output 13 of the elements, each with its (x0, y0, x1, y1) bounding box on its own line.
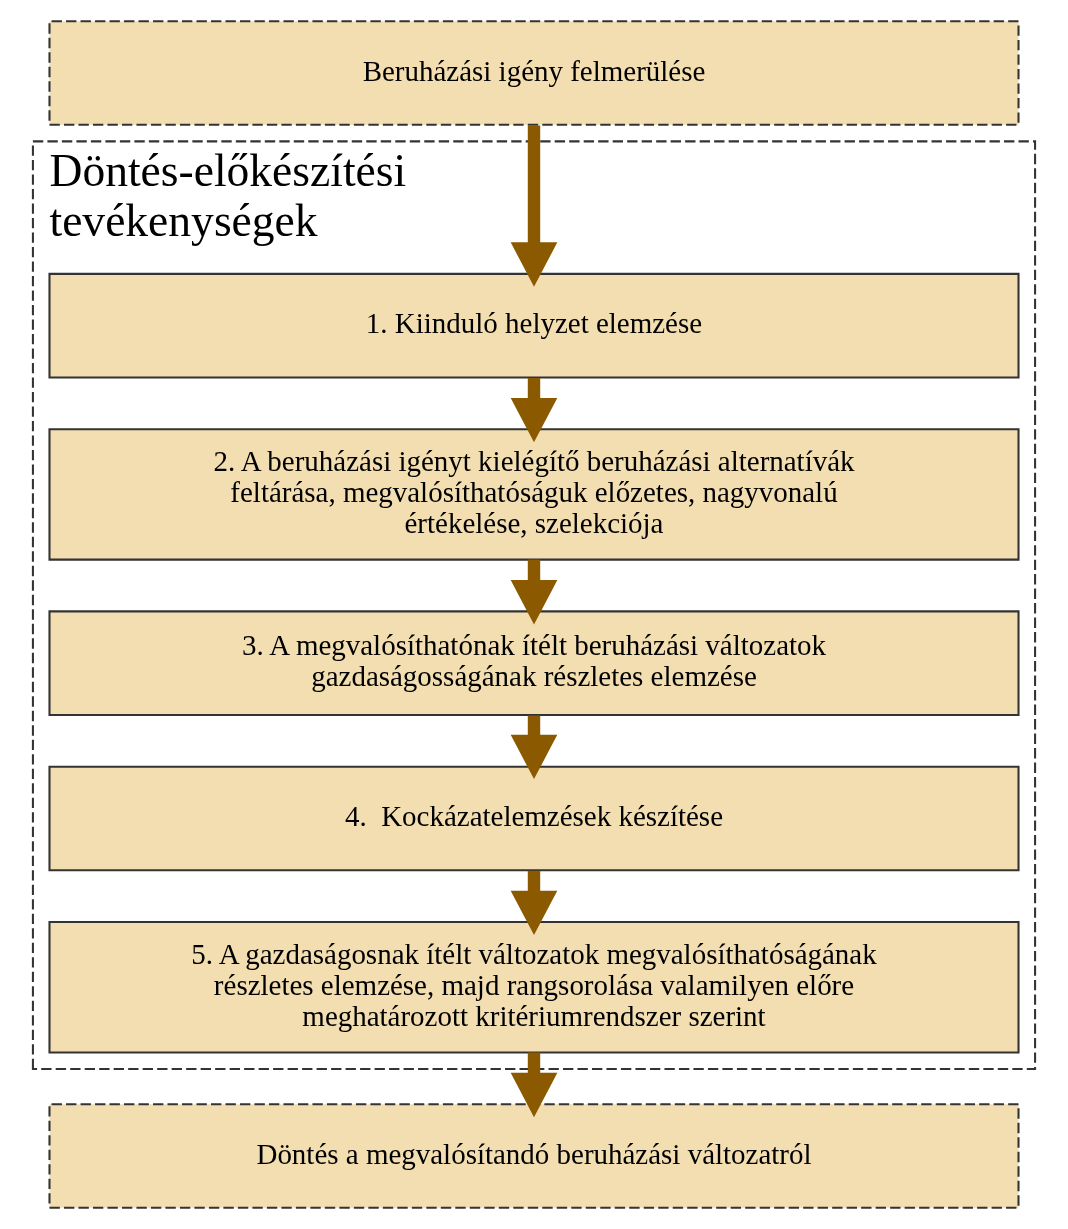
arrow (510, 378, 558, 443)
node-box: 5. A gazdaságosnak ítélt változatok megvalósíthatóságának részletes elemzése, majd rangsorolása valamilyen előre meghatározott kritériumrendszer szerint (48, 920, 1020, 1054)
node-box: Beruházási igény felmerülése (48, 20, 1020, 126)
node-box: 4. Kockázatelemzések készítése (48, 765, 1020, 872)
arrow (510, 715, 558, 780)
arrow (510, 1052, 558, 1118)
node-box: 3. A megvalósíthatónak ítélt beruházási változatok gazdaságosságának részletes elemzése (48, 610, 1020, 716)
arrow (510, 870, 558, 936)
node-box: 1. Kiinduló helyzet elemzése (48, 272, 1020, 379)
arrow (510, 125, 558, 287)
node-box: 2. A beruházási igényt kielégítő beruházási alternatívák feltárása, megvalósíthatóságuk előzetes, nagyvonalú értékelése, szelekciója (48, 428, 1020, 561)
node-box: Döntés a megvalósítandó beruházási változatról (48, 1103, 1020, 1209)
arrow (510, 559, 558, 625)
